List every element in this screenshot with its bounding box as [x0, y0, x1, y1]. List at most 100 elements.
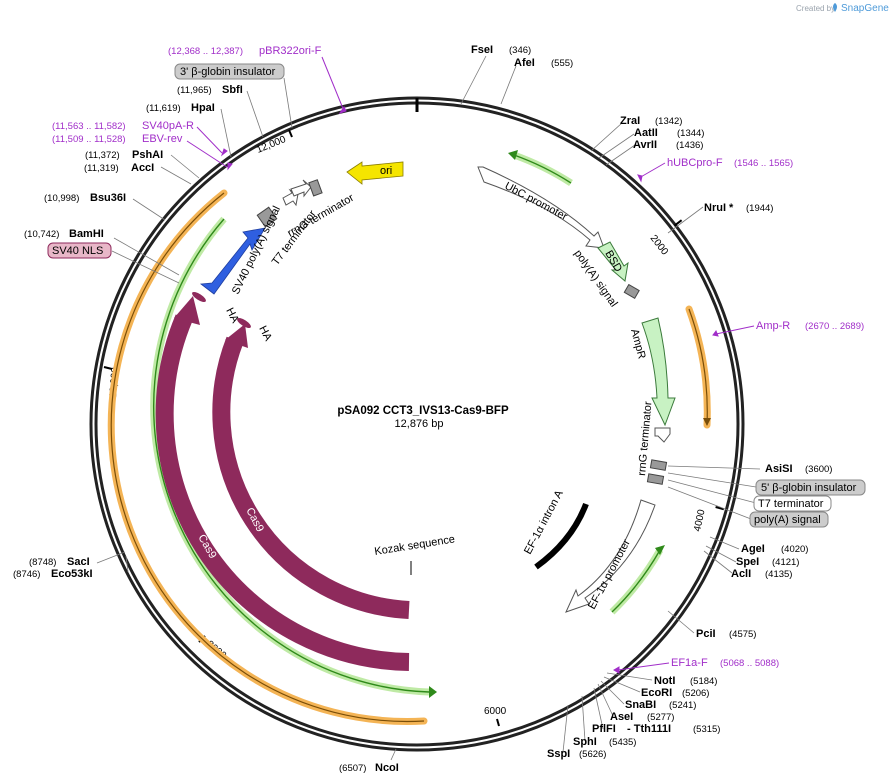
box-polya-signal [749, 511, 829, 528]
site-sspi-pos: (5626) [579, 749, 606, 760]
leader-fsei [460, 55, 487, 105]
primer-leader-ampr [715, 325, 755, 335]
ampr-label: AmpR [628, 328, 648, 361]
leader-pshai [170, 154, 200, 179]
orf-arrow-top [508, 150, 518, 160]
site-afei-name: AfeI [514, 57, 535, 69]
cas9-outer-arc [155, 314, 410, 671]
box-polya-signal-label: poly(A) signal [754, 514, 821, 526]
primer-arrow-pbr322 [338, 106, 347, 114]
site-aatii-name: AatII [634, 127, 658, 139]
site-ecori-name: EcoRI [641, 687, 672, 699]
site-pcii-pos: (4575) [729, 629, 756, 640]
orf-arrow-bottom [429, 686, 437, 698]
tick-label-2000: 2000 [648, 233, 671, 258]
tick-mark-4000 [715, 506, 725, 511]
leader-sphi [581, 695, 586, 742]
snapgene-logo-icon [833, 3, 837, 12]
site-avrii-name: AvrII [633, 139, 657, 151]
primer-pbr322-pos: (12,368 .. 12,387) [168, 46, 243, 57]
site-avrii-pos: (1436) [676, 140, 703, 151]
cas9-inner-arrowhead [225, 324, 248, 348]
restriction-sites: FseI (346) AfeI (555) ZraI (1342) AatII … [13, 44, 832, 774]
ha-label-outer: HA [223, 306, 241, 326]
orf-arc-top-green [512, 151, 573, 186]
site-eco53ki-name: Eco53kI [51, 568, 93, 580]
box-t7-terminator [753, 495, 832, 512]
site-noti-pos: (5184) [690, 676, 717, 687]
primer-leader-sv40pa [196, 126, 223, 154]
primer-labels: (12,368 .. 12,387) pBR322ori-F (11,563 .… [52, 45, 864, 669]
tick-mark-10000 [103, 366, 113, 370]
primer-pbr322-name: pBR322ori-F [259, 45, 322, 57]
leader-saci [96, 551, 126, 564]
primer-arrow-ebv [227, 162, 233, 171]
leader-5bg [667, 472, 757, 488]
kozak-label: Kozak sequence [374, 533, 456, 558]
primer-ebv-name: EBV-rev [142, 133, 183, 145]
site-pshai-name: PshAI [132, 149, 163, 161]
leader-ncoi [390, 748, 397, 761]
site-aatii-pos: (1344) [677, 128, 704, 139]
cas9-features: Cas9 Cas9 [155, 296, 410, 671]
leader-bsu36i [132, 198, 166, 221]
site-hpai-name: HpaI [191, 102, 215, 114]
site-asisi-pos: (3600) [805, 464, 832, 475]
leader-asisi [667, 465, 761, 470]
ampr-arrow [641, 317, 676, 427]
plasmid-name: pSA092 CCT3_IVS13-Cas9-BFP [337, 405, 509, 417]
rrng-terminator-block-right-2 [646, 473, 665, 485]
site-tth111i-pos: (5315) [693, 724, 720, 735]
orf-arc-left-green-core [152, 218, 225, 518]
leader-pflfi [593, 687, 604, 730]
tick-label-6000: 6000 [484, 706, 507, 717]
leader-sbfi [246, 90, 264, 138]
site-acci-name: AccI [131, 162, 154, 174]
leader-agei [709, 536, 740, 550]
site-acci-pos: (11,319) [84, 163, 119, 174]
site-sphi-pos: (5435) [609, 737, 636, 748]
site-sbfi-name: SbfI [222, 84, 243, 96]
site-ecori-pos: (5206) [682, 688, 709, 699]
site-ncoi-pos: (6507) [339, 763, 366, 774]
primer-arrow-ampr [712, 329, 719, 337]
primer-leader-ebv [186, 140, 228, 168]
site-asisi-name: AsiSI [765, 463, 793, 475]
leader-zrai [590, 122, 623, 152]
leader-snabi [600, 680, 625, 705]
box-3bg-insulator [174, 63, 285, 80]
site-bsu36i-pos: (10,998) [44, 193, 79, 204]
site-spei-pos: (4121) [772, 557, 799, 568]
site-agei-pos: (4020) [781, 544, 808, 555]
box-sv40-nls [47, 242, 112, 259]
primer-leader-ef1a [617, 662, 670, 671]
primer-ampr-pos: (2670 .. 2689) [805, 321, 864, 332]
rrng-terminator-block-left [308, 179, 323, 197]
ef1a-intron-arc [534, 502, 589, 570]
leader-aatii [598, 133, 635, 159]
rrng-terminator-arrow-left [290, 179, 312, 198]
box-sv40-nls-label: SV40 NLS [52, 245, 103, 257]
rrng-terminator-block-right [649, 459, 668, 471]
site-acli-pos: (4135) [765, 569, 792, 580]
polya-signal-block-right [623, 283, 640, 300]
site-acli-name: AclI [731, 568, 751, 580]
leader-noti [606, 672, 653, 681]
leader-3bg [283, 77, 293, 129]
box-5bg-insulator [755, 479, 866, 496]
box-5bg-insulator-label: 5' β-globin insulator [761, 482, 857, 494]
tick-mark-6000 [496, 718, 500, 727]
primer-arrow-hubc [637, 174, 643, 183]
leader-acci [160, 166, 192, 185]
orf-arc-left-orange-core [110, 192, 425, 723]
site-afei-pos: (555) [551, 58, 573, 69]
site-bamhi-name: BamHI [69, 228, 104, 240]
orf-arc-right-orange-core [688, 308, 708, 426]
tick-label-4000: 4000 [692, 508, 707, 532]
ubc-promoter-label: UbC promoter [503, 180, 570, 223]
leader-asei [597, 683, 614, 717]
site-bsu36i-name: Bsu36I [90, 192, 126, 204]
primer-ef1a-name: EF1a-F [671, 657, 708, 669]
ori-arrow [346, 161, 404, 185]
